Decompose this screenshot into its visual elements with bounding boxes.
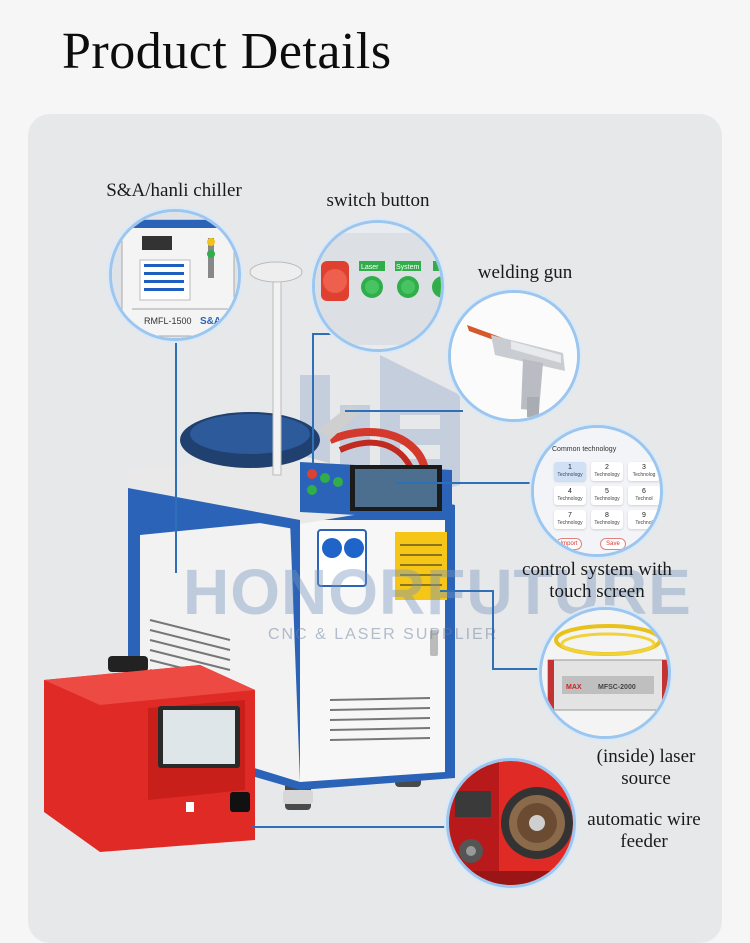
- connector-laser-h1: [440, 590, 494, 592]
- touch-key-number: 2: [605, 464, 609, 471]
- touch-screen-header: Common technology: [552, 446, 617, 453]
- watermark-tagline: CNC & LASER SUPPLIER: [268, 626, 499, 643]
- touch-key-label: Technolog: [632, 472, 656, 478]
- touch-key-label: Technology: [557, 520, 583, 526]
- label-switch-button: switch button: [326, 190, 430, 211]
- connector-switch-v: [312, 333, 314, 463]
- connector-laser-v: [492, 590, 494, 670]
- chiller-brand-text: S&A: [200, 316, 221, 327]
- touch-key-label: Technology: [594, 520, 620, 526]
- connector-switch-h: [312, 333, 342, 335]
- touch-key-number: 4: [568, 488, 572, 495]
- label-chiller: S&A/hanli chiller: [106, 180, 242, 201]
- touch-key-label: Technology: [557, 496, 583, 502]
- switch-laser-text: Laser: [361, 264, 379, 271]
- touch-key-number: 7: [568, 512, 572, 519]
- touch-key-number: 8: [605, 512, 609, 519]
- page-title: Product Details: [62, 23, 392, 80]
- touch-key-number: 6: [642, 488, 646, 495]
- detail-welding-gun: [448, 290, 580, 422]
- touch-key-label: Technology: [594, 496, 620, 502]
- label-welding-gun: welding gun: [477, 262, 573, 283]
- connector-chiller: [175, 338, 177, 573]
- chiller-image: RMFL-1500 S&A: [112, 212, 238, 338]
- connector-control: [395, 482, 533, 484]
- label-wire-feeder: automatic wire feeder: [587, 809, 701, 852]
- connector-feeder: [252, 826, 450, 828]
- chiller-model-text: RMFL-1500: [144, 316, 192, 326]
- laser-model-text: MFSC-2000: [598, 684, 636, 691]
- touch-key-number: 1: [568, 464, 572, 471]
- laser-brand-text: MAX: [566, 684, 582, 691]
- wire-feeder-box: [44, 656, 255, 852]
- welding-gun-image: [451, 293, 577, 419]
- wire-feeder-image: [449, 761, 573, 885]
- connector-gun: [345, 410, 463, 412]
- touch-key-label: Technology: [594, 472, 620, 478]
- label-control-system: control system with touch screen: [522, 559, 672, 602]
- detail-switch-button: Laser System: [312, 220, 444, 352]
- touch-key-label: Technology: [557, 472, 583, 478]
- touch-save-button[interactable]: Save: [600, 538, 626, 550]
- switch-system-text: System: [396, 264, 420, 271]
- touch-key-number: 9: [642, 512, 646, 519]
- detail-wire-feeder: [446, 758, 576, 888]
- detail-laser-source: MAX MFSC-2000: [539, 607, 671, 739]
- touch-import-button[interactable]: Import: [556, 538, 582, 550]
- touch-key-label: Technol: [635, 520, 653, 526]
- label-laser-source: (inside) laser source: [596, 746, 696, 789]
- touch-key-label: Technol: [635, 496, 653, 502]
- detail-chiller: RMFL-1500 S&A: [109, 209, 241, 341]
- touch-key-number: 3: [642, 464, 646, 471]
- connector-laser-h2: [492, 668, 540, 670]
- machine-control-panel: [300, 462, 452, 520]
- laser-source-image: MAX MFSC-2000: [542, 610, 668, 736]
- touch-key-number: 5: [605, 488, 609, 495]
- switch-panel-image: Laser System: [315, 223, 441, 349]
